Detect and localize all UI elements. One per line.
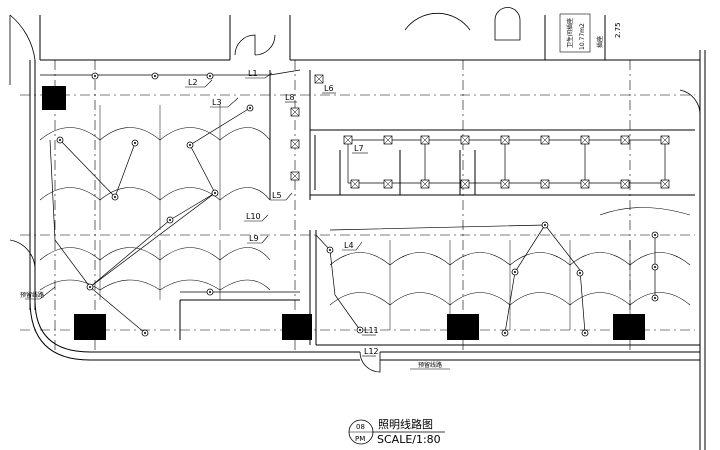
corner-dim: 2.75 bbox=[614, 22, 622, 38]
sheet-number: 08 bbox=[356, 423, 365, 431]
corner-vertical-a: 卫生间插座 bbox=[566, 18, 574, 48]
drawing-scale: SCALE/1:80 bbox=[377, 433, 441, 446]
parking-curves bbox=[39, 127, 691, 306]
parking-stripes bbox=[99, 105, 631, 330]
sheet-unit: PM bbox=[355, 435, 365, 443]
columns bbox=[42, 86, 645, 340]
label-l8: L8 bbox=[285, 93, 295, 102]
doors bbox=[9, 7, 701, 373]
label-l12: L12 bbox=[364, 347, 379, 356]
label-l3: L3 bbox=[212, 98, 222, 107]
note-reserved-left: 预留线路 bbox=[20, 291, 44, 299]
circuit-labels: L1 L2 L3 L6 L8 L5 L7 L10 L9 L4 L11 L12 bbox=[188, 69, 379, 356]
label-l4: L4 bbox=[344, 241, 354, 250]
box-fixture-crosses bbox=[290, 74, 670, 189]
label-l7: L7 bbox=[354, 144, 364, 153]
corner-area: 10.77m2 bbox=[579, 23, 586, 50]
label-l9: L9 bbox=[249, 234, 259, 243]
axis-lines bbox=[20, 60, 695, 350]
label-l2: L2 bbox=[188, 78, 198, 87]
corner-vertical-b: 插座 bbox=[596, 36, 604, 48]
walls bbox=[29, 15, 706, 450]
ceiling-lights bbox=[56, 72, 659, 337]
title-block: 08 PM 照明线路图 SCALE/1:80 bbox=[348, 417, 445, 446]
label-leaders bbox=[25, 72, 450, 370]
label-l1: L1 bbox=[248, 69, 258, 78]
label-l11: L11 bbox=[364, 326, 379, 335]
label-l5: L5 bbox=[272, 191, 282, 200]
corner-text: 卫生间插座 插座 10.77m2 2.75 bbox=[559, 13, 622, 53]
label-l10: L10 bbox=[246, 212, 261, 221]
label-l6: L6 bbox=[324, 84, 334, 93]
drawing-title: 照明线路图 bbox=[378, 417, 433, 431]
ceiling-light-dots bbox=[59, 75, 656, 334]
note-reserved-bottom: 预留线路 bbox=[418, 361, 442, 369]
